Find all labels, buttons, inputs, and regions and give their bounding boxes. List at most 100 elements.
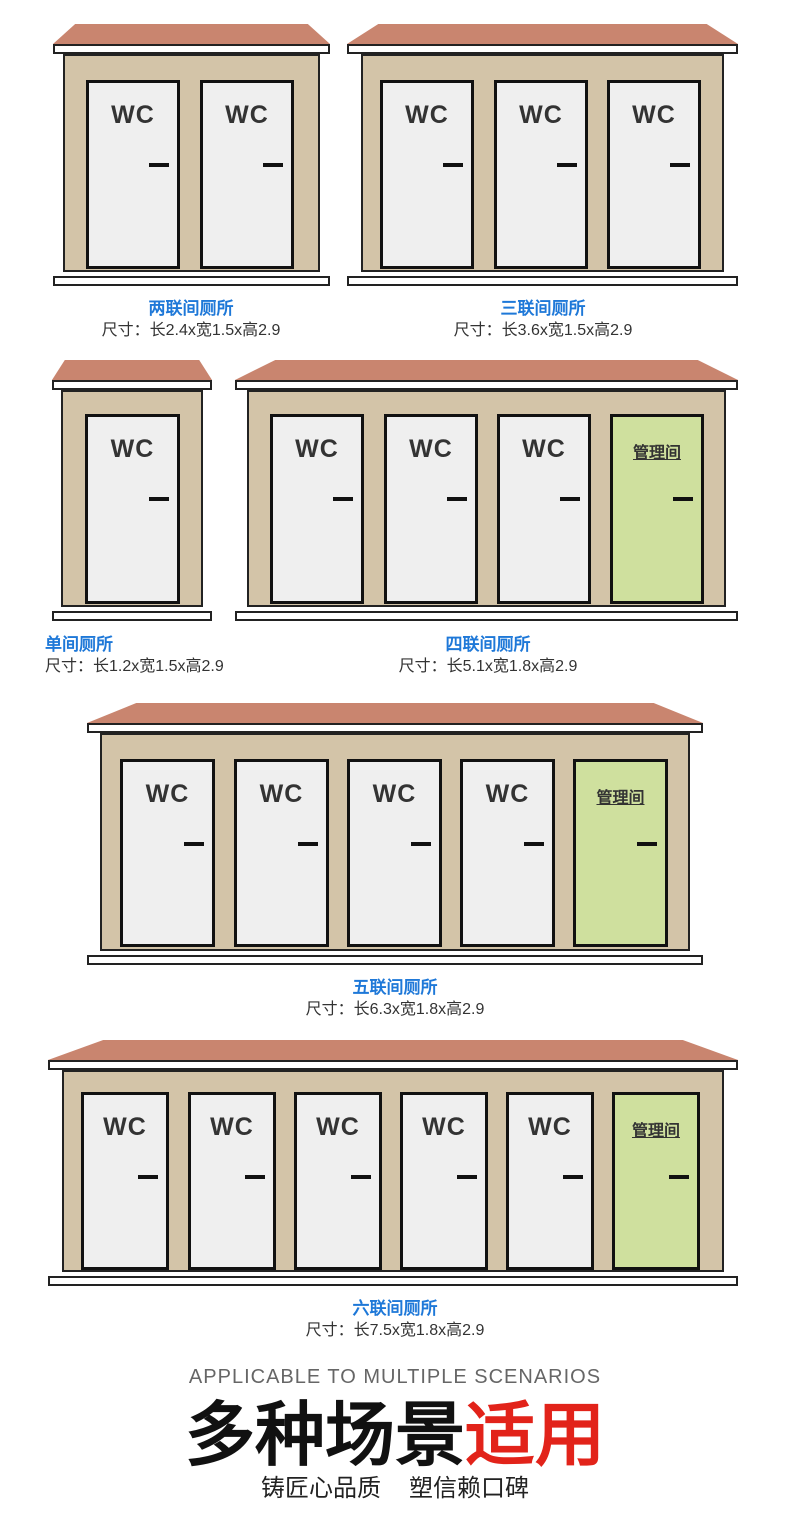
- door-handle: [557, 163, 577, 167]
- wc-label: WC: [409, 435, 453, 463]
- headline: 多种场景适用: [0, 1395, 790, 1475]
- door-handle: [149, 163, 169, 167]
- door-handle: [670, 163, 690, 167]
- door-handle: [245, 1175, 265, 1179]
- wc-label: WC: [528, 1113, 572, 1141]
- wc-label: WC: [110, 435, 155, 463]
- eave: [347, 44, 738, 54]
- roof: [53, 24, 330, 44]
- door-handle: [560, 497, 580, 501]
- wc-label: WC: [103, 1113, 147, 1141]
- wc-label: WC: [422, 1113, 466, 1141]
- door-handle: [411, 842, 431, 846]
- building-six-unit: WC WC WC WC WC 管理间: [48, 1040, 738, 1286]
- wc-door: WC: [347, 759, 442, 947]
- roof: [235, 360, 738, 380]
- wc-label: WC: [259, 780, 304, 808]
- building-name: 六联间厕所: [352, 1299, 438, 1318]
- door-handle: [457, 1175, 477, 1179]
- wc-door: WC: [270, 414, 364, 604]
- wc-label: WC: [372, 780, 417, 808]
- base: [48, 1276, 738, 1286]
- building-name: 单间厕所: [45, 635, 113, 654]
- wc-label: WC: [225, 101, 269, 129]
- wc-door: WC: [460, 759, 555, 947]
- base: [347, 276, 738, 286]
- door-handle: [351, 1175, 371, 1179]
- door-handle: [184, 842, 204, 846]
- wc-label: WC: [519, 101, 563, 129]
- management-label: 管理间: [632, 445, 681, 462]
- eave: [87, 723, 703, 733]
- door-handle: [333, 497, 353, 501]
- eave: [48, 1060, 738, 1070]
- door-handle: [298, 842, 318, 846]
- wc-label: WC: [485, 780, 530, 808]
- building-size: 尺寸：长7.5x宽1.8x高2.9: [305, 1322, 485, 1339]
- caption-three-unit: 三联间厕所 尺寸：长3.6x宽1.5x高2.9: [410, 298, 676, 342]
- management-label: 管理间: [631, 1123, 680, 1140]
- wc-door: WC: [380, 80, 474, 269]
- wc-door: WC: [188, 1092, 276, 1270]
- building-two-unit: WC WC: [53, 24, 330, 286]
- slogan: 铸匠心品质塑信赖口碑: [0, 1473, 790, 1505]
- wc-label: WC: [632, 101, 676, 129]
- wc-label: WC: [111, 101, 155, 129]
- building-size: 尺寸：长1.2x宽1.5x高2.9: [45, 658, 224, 675]
- wc-label: WC: [145, 780, 190, 808]
- building-name: 三联间厕所: [500, 299, 586, 318]
- door-handle: [524, 842, 544, 846]
- wc-door: WC: [400, 1092, 488, 1270]
- building-three-unit: WC WC WC: [347, 24, 738, 286]
- door-handle: [447, 497, 467, 501]
- caption-six-unit: 六联间厕所 尺寸：长7.5x宽1.8x高2.9: [279, 1298, 511, 1342]
- building-name: 五联间厕所: [352, 978, 438, 997]
- base: [53, 276, 330, 286]
- roof: [347, 24, 738, 44]
- wc-label: WC: [210, 1113, 254, 1141]
- wc-door: WC: [494, 80, 588, 269]
- base: [235, 611, 738, 621]
- door-handle: [443, 163, 463, 167]
- building-name: 两联间厕所: [148, 299, 234, 318]
- wc-door: WC: [81, 1092, 169, 1270]
- door-handle: [149, 497, 169, 501]
- building-size: 尺寸：长2.4x宽1.5x高2.9: [101, 322, 281, 339]
- roof: [52, 360, 212, 380]
- wc-label: WC: [316, 1113, 360, 1141]
- caption-single-unit: 单间厕所 尺寸：长1.2x宽1.5x高2.9: [45, 634, 285, 678]
- wc-door: WC: [607, 80, 701, 269]
- wc-door: WC: [200, 80, 294, 269]
- roof: [48, 1040, 738, 1060]
- slogan-left: 铸匠心品质: [261, 1475, 381, 1502]
- door-handle: [263, 163, 283, 167]
- headline-red: 适用: [465, 1396, 605, 1474]
- wc-door: WC: [86, 80, 180, 269]
- door-handle: [637, 842, 657, 846]
- wc-door: WC: [294, 1092, 382, 1270]
- building-name: 四联间厕所: [445, 635, 531, 654]
- wc-door: WC: [120, 759, 215, 947]
- building-single-unit: WC: [52, 360, 212, 621]
- wc-door: WC: [85, 414, 180, 604]
- base: [87, 955, 703, 965]
- eave: [235, 380, 738, 390]
- building-size: 尺寸：长3.6x宽1.5x高2.9: [453, 322, 633, 339]
- caption-two-unit: 两联间厕所 尺寸：长2.4x宽1.5x高2.9: [60, 298, 322, 342]
- base: [52, 611, 212, 621]
- wc-door: WC: [234, 759, 329, 947]
- building-size: 尺寸：长6.3x宽1.8x高2.9: [305, 1001, 485, 1018]
- door-handle: [563, 1175, 583, 1179]
- management-label: 管理间: [596, 790, 645, 807]
- headline-black: 多种场景: [185, 1396, 465, 1474]
- wc-door: WC: [497, 414, 591, 604]
- management-door: 管理间: [612, 1092, 700, 1270]
- wc-door: WC: [384, 414, 478, 604]
- eave: [53, 44, 330, 54]
- wc-label: WC: [295, 435, 339, 463]
- management-door: 管理间: [610, 414, 704, 604]
- building-five-unit: WC WC WC WC 管理间: [87, 703, 703, 965]
- management-door: 管理间: [573, 759, 668, 947]
- wc-door: WC: [506, 1092, 594, 1270]
- door-handle: [673, 497, 693, 501]
